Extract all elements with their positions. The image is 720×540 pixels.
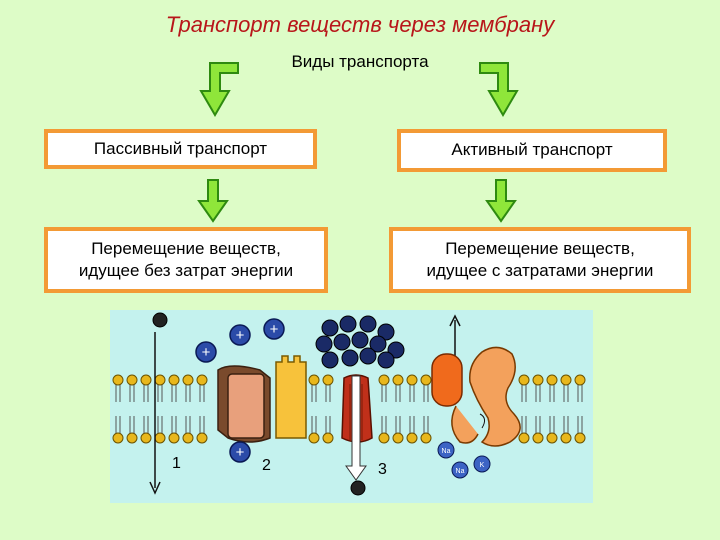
lipid-head: [308, 432, 320, 444]
cluster-molecule: [339, 315, 357, 333]
lipid-head: [112, 432, 124, 444]
active-desc-line2: идущее с затратами энергии: [426, 261, 654, 280]
transport-types-heading: Виды транспорта: [291, 52, 429, 71]
molecule-cluster: [315, 315, 405, 369]
lipid-head: [126, 374, 138, 386]
lipid-head: [518, 432, 530, 444]
active-description-box: Перемещение веществ, идущее с затратами …: [389, 227, 691, 293]
cluster-molecule: [315, 335, 333, 353]
label-two: 2: [262, 457, 271, 474]
lipid-head: [154, 432, 166, 444]
label-three: 3: [378, 461, 387, 478]
lipid-head: [546, 374, 558, 386]
svg-text:+: +: [236, 444, 245, 461]
lipid-head: [406, 374, 418, 386]
active-desc-line1: Перемещение веществ,: [445, 238, 635, 258]
passive-desc-line1: Перемещение веществ,: [91, 238, 281, 258]
cluster-molecule: [359, 347, 377, 365]
sodium-ion: Na: [437, 441, 455, 459]
cluster-molecule: [369, 335, 387, 353]
svg-text:Na: Na: [456, 468, 465, 475]
lipid-head: [308, 374, 320, 386]
active-transport-box: Активный транспорт: [397, 129, 667, 172]
passive-desc-line2: идущее без затрат энергии: [78, 261, 294, 280]
lipid-head: [420, 432, 432, 444]
lipid-head: [140, 432, 152, 444]
lipid-head: [518, 374, 530, 386]
lipid-head: [182, 432, 194, 444]
active-down-arrow: [485, 179, 517, 223]
svg-text:+: +: [270, 321, 279, 338]
membrane-illustration: + + + + Na Na K 1 2 3: [110, 310, 593, 503]
cluster-molecule: [321, 319, 339, 337]
cluster-molecule: [377, 323, 395, 341]
svg-text:Na: Na: [442, 448, 451, 455]
positive-ion: +: [195, 341, 217, 363]
potassium-ion: K: [473, 455, 491, 473]
carrier-protein: [275, 355, 307, 439]
lipid-head: [574, 374, 586, 386]
lipid-head: [196, 374, 208, 386]
lipid-head: [322, 432, 334, 444]
lipid-head: [168, 432, 180, 444]
cluster-molecule: [341, 349, 359, 367]
cluster-molecule: [377, 351, 395, 369]
pore-arrow: [345, 375, 367, 481]
lipid-head: [322, 374, 334, 386]
lipid-head: [420, 374, 432, 386]
passive-down-arrow: [197, 179, 229, 223]
positive-ion: +: [229, 324, 251, 346]
channel-protein-core: [227, 373, 265, 439]
passive-transport-box: Пассивный транспорт: [44, 129, 317, 169]
passed-molecule: [350, 480, 366, 496]
svg-text:K: K: [480, 462, 485, 469]
lipid-head: [560, 432, 572, 444]
left-bent-arrow: [199, 62, 239, 117]
lipid-head: [532, 374, 544, 386]
cluster-molecule: [351, 331, 369, 349]
lipid-head: [406, 432, 418, 444]
lipid-head: [112, 374, 124, 386]
label-one: 1: [172, 455, 181, 472]
right-bent-arrow: [479, 62, 519, 117]
sodium-ion: Na: [451, 461, 469, 479]
page-title: Транспорт веществ через мембрану: [165, 12, 555, 37]
lipid-head: [154, 374, 166, 386]
positive-ion: +: [229, 441, 251, 463]
lipid-bilayer: [112, 374, 586, 444]
lipid-head: [168, 374, 180, 386]
lipid-head: [182, 374, 194, 386]
lipid-head: [532, 432, 544, 444]
passive-description-box: Перемещение веществ, идущее без затрат э…: [44, 227, 328, 293]
cluster-molecule: [333, 333, 351, 351]
active-transport-label: Активный транспорт: [451, 140, 613, 160]
lipid-head: [126, 432, 138, 444]
lipid-head: [546, 432, 558, 444]
lipid-head: [140, 374, 152, 386]
cluster-molecule: [359, 315, 377, 333]
cluster-molecule: [321, 351, 339, 369]
pump-protein-right: [469, 346, 521, 447]
svg-text:+: +: [202, 344, 211, 361]
lipid-head: [574, 432, 586, 444]
lipid-head: [560, 374, 572, 386]
diffusing-molecule: [152, 312, 168, 328]
svg-text:+: +: [236, 327, 245, 344]
pump-protein-left: [431, 353, 463, 407]
lipid-head: [378, 374, 390, 386]
lipid-head: [392, 374, 404, 386]
passive-transport-label: Пассивный транспорт: [93, 138, 268, 158]
lipid-head: [378, 432, 390, 444]
lipid-head: [392, 432, 404, 444]
lipid-head: [196, 432, 208, 444]
positive-ion: +: [263, 318, 285, 340]
